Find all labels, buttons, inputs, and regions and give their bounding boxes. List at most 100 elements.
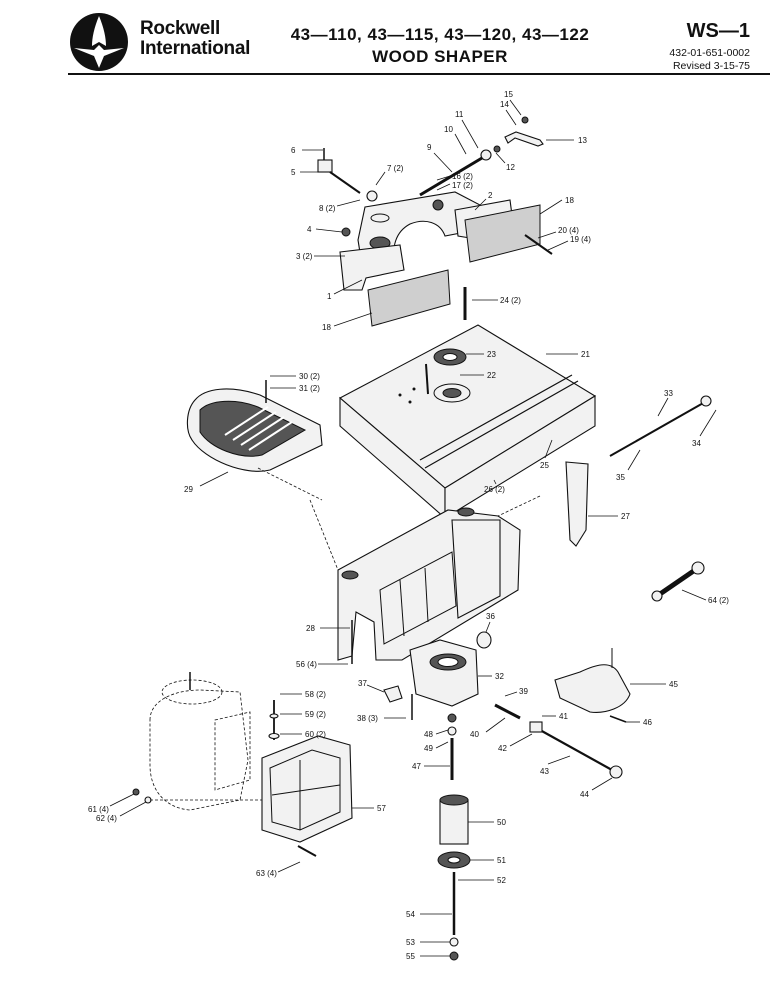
callout-10: 10 bbox=[444, 125, 467, 155]
part-number: 432-01-651-0002 bbox=[669, 47, 750, 59]
callout-60: 60 (2) bbox=[280, 730, 326, 739]
callout-53: 53 bbox=[406, 938, 450, 947]
svg-text:46: 46 bbox=[643, 718, 652, 727]
svg-text:38 (3): 38 (3) bbox=[357, 714, 378, 723]
callout-25: 25 bbox=[540, 439, 553, 470]
callout-62: 62 (4) bbox=[96, 801, 147, 823]
svg-text:1: 1 bbox=[327, 292, 332, 301]
svg-text:45: 45 bbox=[669, 680, 678, 689]
callout-13: 13 bbox=[546, 136, 587, 145]
svg-text:26 (2): 26 (2) bbox=[484, 485, 505, 494]
svg-text:30 (2): 30 (2) bbox=[299, 372, 320, 381]
callout-55: 55 bbox=[406, 952, 450, 961]
callout-56: 56 (4) bbox=[296, 660, 348, 669]
callout-32: 32 bbox=[478, 672, 504, 681]
callout-45: 45 bbox=[630, 680, 678, 689]
exploded-parts-diagram: 15 14 11 10 13 9 12 6 7 (2) 5 16 (2) 17 … bbox=[88, 90, 729, 961]
svg-text:52: 52 bbox=[497, 876, 506, 885]
svg-text:25: 25 bbox=[540, 461, 549, 470]
svg-text:11: 11 bbox=[455, 110, 464, 119]
svg-text:29: 29 bbox=[184, 485, 193, 494]
callout-61: 61 (4) bbox=[88, 793, 135, 814]
spindle-yoke-drawing bbox=[383, 631, 631, 961]
svg-text:12: 12 bbox=[506, 163, 515, 172]
svg-text:58 (2): 58 (2) bbox=[305, 690, 326, 699]
callout-35: 35 bbox=[616, 449, 641, 482]
svg-text:32: 32 bbox=[495, 672, 504, 681]
svg-text:56 (4): 56 (4) bbox=[296, 660, 317, 669]
callout-33: 33 bbox=[657, 389, 673, 417]
callout-46: 46 bbox=[626, 718, 652, 727]
callout-8: 8 (2) bbox=[319, 199, 361, 213]
model-numbers: 43—110, 43—115, 43—120, 43—122 bbox=[290, 25, 590, 44]
svg-text:42: 42 bbox=[498, 744, 507, 753]
svg-text:53: 53 bbox=[406, 938, 415, 947]
callout-17: 17 (2) bbox=[436, 181, 473, 191]
svg-text:37: 37 bbox=[358, 679, 367, 688]
callout-26: 26 (2) bbox=[484, 479, 505, 494]
svg-text:34: 34 bbox=[692, 439, 701, 448]
svg-text:15: 15 bbox=[504, 90, 513, 99]
callout-19: 19 (4) bbox=[547, 235, 591, 251]
table-drawing bbox=[339, 324, 712, 547]
svg-text:7 (2): 7 (2) bbox=[387, 164, 404, 173]
svg-text:22: 22 bbox=[487, 371, 496, 380]
callout-30: 30 (2) bbox=[270, 372, 320, 381]
svg-text:17 (2): 17 (2) bbox=[452, 181, 473, 190]
callout-48: 48 bbox=[424, 729, 449, 739]
callout-31: 31 (2) bbox=[270, 384, 320, 393]
callout-63: 63 (4) bbox=[256, 861, 301, 878]
svg-text:5: 5 bbox=[291, 168, 296, 177]
callout-21: 21 bbox=[546, 350, 590, 359]
svg-text:49: 49 bbox=[424, 744, 433, 753]
base-casting-drawing bbox=[309, 495, 541, 664]
callout-28: 28 bbox=[306, 624, 350, 633]
svg-text:51: 51 bbox=[497, 856, 506, 865]
svg-text:39: 39 bbox=[519, 687, 528, 696]
revision-date: Revised 3-15-75 bbox=[672, 60, 750, 72]
callout-40: 40 bbox=[470, 717, 506, 739]
callout-12: 12 bbox=[495, 152, 515, 172]
svg-text:62 (4): 62 (4) bbox=[96, 814, 117, 823]
callout-49: 49 bbox=[424, 741, 449, 753]
callout-57: 57 bbox=[352, 804, 386, 813]
svg-text:28: 28 bbox=[306, 624, 315, 633]
svg-text:55: 55 bbox=[406, 952, 415, 961]
callout-59: 59 (2) bbox=[280, 710, 326, 719]
svg-text:16 (2): 16 (2) bbox=[452, 172, 473, 181]
svg-text:50: 50 bbox=[497, 818, 506, 827]
callout-34: 34 bbox=[692, 409, 717, 448]
svg-text:33: 33 bbox=[664, 389, 673, 398]
svg-text:4: 4 bbox=[307, 225, 312, 234]
svg-text:6: 6 bbox=[291, 146, 296, 155]
callout-18a: 18 bbox=[539, 196, 574, 215]
svg-text:14: 14 bbox=[500, 100, 509, 109]
callout-16: 16 (2) bbox=[436, 172, 473, 181]
callout-7: 7 (2) bbox=[375, 164, 404, 186]
svg-text:20 (4): 20 (4) bbox=[558, 226, 579, 235]
product-name: WOOD SHAPER bbox=[372, 47, 508, 66]
callout-23: 23 bbox=[466, 350, 496, 359]
svg-text:44: 44 bbox=[580, 790, 589, 799]
callout-52: 52 bbox=[458, 876, 506, 885]
wrench-drawing bbox=[651, 561, 705, 602]
callout-58: 58 (2) bbox=[280, 690, 326, 699]
svg-text:2: 2 bbox=[488, 191, 493, 200]
callout-11: 11 bbox=[455, 110, 479, 149]
svg-text:27: 27 bbox=[621, 512, 630, 521]
svg-text:36: 36 bbox=[486, 612, 495, 621]
callout-41: 41 bbox=[542, 712, 568, 721]
callout-38: 38 (3) bbox=[357, 714, 406, 723]
callout-36: 36 bbox=[485, 612, 495, 633]
callout-20: 20 (4) bbox=[537, 226, 579, 239]
callout-27: 27 bbox=[588, 512, 630, 521]
callout-37: 37 bbox=[358, 679, 385, 693]
svg-text:19 (4): 19 (4) bbox=[570, 235, 591, 244]
svg-text:8 (2): 8 (2) bbox=[319, 204, 336, 213]
svg-text:31 (2): 31 (2) bbox=[299, 384, 320, 393]
company-line-2: International bbox=[140, 38, 251, 59]
svg-text:40: 40 bbox=[470, 730, 479, 739]
callout-50: 50 bbox=[468, 818, 506, 827]
svg-text:41: 41 bbox=[559, 712, 568, 721]
callout-14: 14 bbox=[500, 100, 517, 126]
